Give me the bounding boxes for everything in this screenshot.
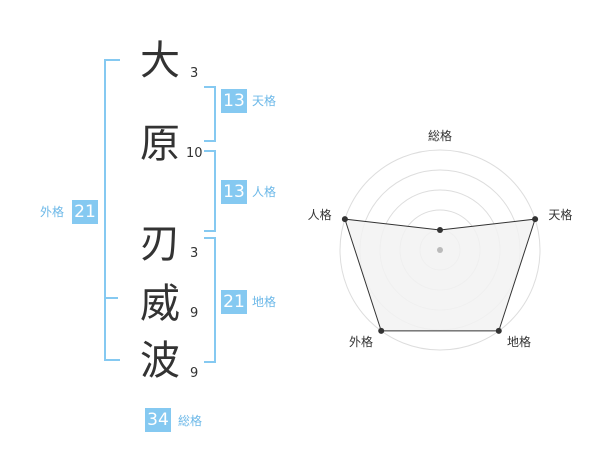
name-char-2: 原: [140, 121, 180, 167]
stroke-count-1: 3: [190, 66, 199, 81]
radar-label-4: 外格: [349, 334, 373, 349]
chikaku-label: 地格: [252, 295, 277, 309]
gaikaku-badge: 21: [72, 200, 98, 224]
radar-label-2: 天格: [548, 207, 572, 222]
name-char-4: 威: [140, 281, 180, 327]
jinkaku-label: 人格: [252, 185, 277, 199]
jinkaku-bracket: [204, 150, 216, 232]
chikaku-badge: 21: [221, 290, 247, 314]
gaikaku-label: 外格: [40, 205, 65, 219]
stroke-count-5: 9: [190, 366, 199, 381]
stroke-count-3: 3: [190, 246, 199, 261]
name-char-1: 大: [140, 38, 180, 84]
radar-point-1: [437, 227, 443, 233]
radar-grid-ring: [339, 149, 541, 351]
tenkaku-badge: 13: [221, 89, 247, 113]
tenkaku-label: 天格: [252, 94, 277, 108]
tenkaku-bracket: [204, 86, 216, 142]
name-char-5: 波: [140, 338, 180, 384]
radar-label-1: 総格: [428, 128, 452, 143]
radar-label-5: 人格: [308, 207, 332, 222]
stroke-count-4: 9: [190, 306, 199, 321]
name-char-3: 刃: [140, 221, 180, 267]
stroke-count-2: 10: [186, 146, 203, 161]
radar-point-3: [495, 327, 502, 334]
soukaku-badge: 34: [145, 408, 171, 432]
radar-point-5: [341, 216, 348, 223]
soukaku-label: 総格: [178, 414, 203, 428]
gaikaku-bracket-tick: [106, 297, 118, 299]
radar-label-3: 地格: [507, 334, 531, 349]
jinkaku-badge: 13: [221, 180, 247, 204]
radar-point-2: [532, 216, 539, 223]
radar-point-4: [378, 327, 385, 334]
radar-area: [344, 218, 536, 332]
chikaku-bracket: [204, 237, 216, 363]
gaikaku-bracket: [104, 59, 120, 361]
radar-center-point: [437, 247, 443, 253]
